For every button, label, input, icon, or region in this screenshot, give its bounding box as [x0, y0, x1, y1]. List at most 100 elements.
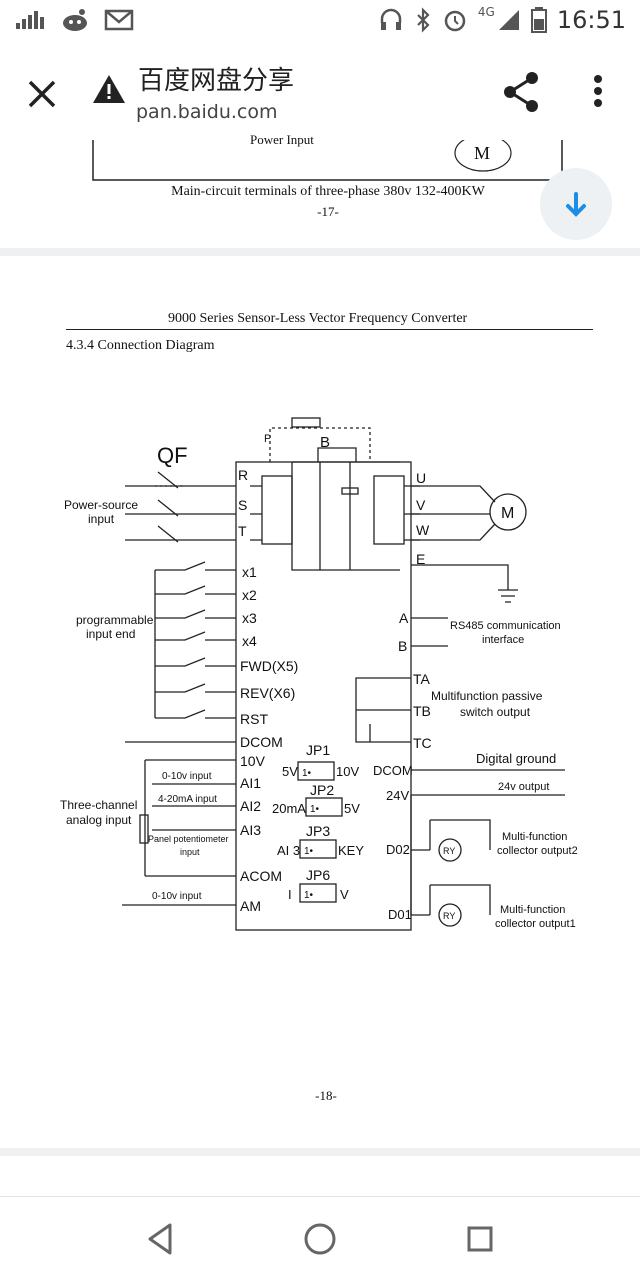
jp3-left: AI 3 — [277, 843, 300, 858]
page-title: 百度网盘分享 — [138, 66, 295, 96]
cell-signal-icon — [498, 10, 519, 30]
terminal-v: V — [416, 497, 426, 513]
terminal-x3: x3 — [242, 610, 257, 626]
terminal-am: AM — [240, 898, 261, 914]
terminal-s: S — [238, 497, 247, 513]
jp1-left: 5V — [282, 764, 298, 779]
motor-symbol: M — [501, 505, 514, 522]
relay-label-2: switch output — [460, 705, 531, 719]
jp2-right: 5V — [344, 801, 360, 816]
jp1-right: 10V — [336, 764, 359, 779]
terminal-ta: TA — [413, 671, 431, 687]
terminal-tc: TC — [413, 735, 432, 751]
status-bar: 4G 16:51 — [0, 0, 640, 44]
header-rule — [66, 329, 593, 330]
headset-icon — [380, 8, 402, 30]
terminal-tb: TB — [413, 703, 431, 719]
terminal-u: U — [416, 470, 426, 486]
jp3-label: JP3 — [306, 823, 330, 839]
page-number-17: -17- — [317, 204, 339, 219]
jp3-right: KEY — [338, 843, 364, 858]
jp6-pin: 1• — [304, 890, 314, 901]
warning-icon[interactable] — [92, 74, 126, 104]
network-type-label: 4G — [477, 5, 495, 19]
terminal-p: P — [264, 433, 271, 445]
rs485-label-2: interface — [482, 634, 524, 646]
clock: 16:51 — [556, 6, 626, 34]
connection-diagram: QF Power-source input programmable input… — [60, 417, 578, 931]
relay-coil-2: RY — [443, 846, 455, 856]
close-icon[interactable] — [22, 74, 62, 114]
terminal-b: B — [398, 638, 407, 654]
pot-note-2: input — [180, 847, 200, 857]
terminal-ai1: AI1 — [240, 775, 261, 791]
terminal-e: E — [416, 551, 425, 567]
back-icon[interactable] — [140, 1219, 180, 1259]
mail-icon — [104, 9, 134, 31]
terminal-do1: D01 — [388, 907, 412, 922]
jp2-pin: 1• — [310, 804, 320, 815]
section-title: 4.3.4 Connection Diagram — [66, 338, 215, 353]
browser-toolbar: 百度网盘分享 pan.baidu.com — [0, 44, 640, 140]
terminal-x4: x4 — [242, 633, 257, 649]
terminal-dcom-left: DCOM — [240, 734, 283, 750]
jp6-right: V — [340, 887, 349, 902]
motor-label: M — [474, 143, 491, 163]
relay-coil-1: RY — [443, 911, 455, 921]
three-channel-label-2: analog input — [66, 813, 132, 827]
jp6-label: JP6 — [306, 867, 330, 883]
page-gap — [0, 248, 640, 256]
share-icon[interactable] — [500, 70, 544, 114]
arrow-down-icon — [566, 192, 586, 217]
jp3-pin: 1• — [304, 846, 314, 857]
terminal-ai2: AI2 — [240, 798, 261, 814]
programmable-label-1: programmable — [76, 613, 154, 627]
terminal-rev: REV(X6) — [240, 685, 295, 701]
terminal-x1: x1 — [242, 564, 257, 580]
page-number-18: -18- — [315, 1088, 337, 1103]
jp2-left: 20mA — [272, 801, 306, 816]
figure-caption: Main-circuit terminals of three-phase 38… — [171, 184, 485, 199]
page-url[interactable]: pan.baidu.com — [136, 101, 278, 123]
terminal-fwd: FWD(X5) — [240, 658, 298, 674]
mf1-label-1: Multi-function — [500, 904, 565, 916]
jp2-label: JP2 — [310, 782, 334, 798]
page-gap-bottom — [0, 1148, 640, 1156]
battery-icon — [530, 7, 547, 33]
home-icon[interactable] — [300, 1219, 340, 1259]
terminal-t: T — [238, 523, 247, 539]
jp1-pin: 1• — [302, 768, 312, 779]
power-source-label-2: input — [88, 512, 115, 526]
more-options-icon[interactable] — [588, 74, 608, 110]
running-header: 9000 Series Sensor-Less Vector Frequency… — [168, 311, 468, 326]
mf1-label-2: collector output1 — [495, 918, 576, 930]
terminal-r: R — [238, 467, 248, 483]
bluetooth-icon — [417, 7, 430, 33]
digital-ground-label: Digital ground — [476, 751, 556, 766]
ai1-note: 0-10v input — [162, 771, 212, 782]
reddit-icon — [63, 9, 87, 31]
power-input-box — [92, 140, 563, 181]
am-note: 0-10v input — [152, 891, 202, 902]
ai2-note: 4-20mA input — [158, 794, 217, 805]
terminal-w: W — [416, 522, 430, 538]
power-input-fragment: Power Input — [250, 132, 314, 147]
pot-note-1: Panel potentiometer — [148, 834, 229, 844]
24v-output-label: 24v output — [498, 781, 549, 793]
terminal-10v: 10V — [240, 753, 266, 769]
diagram-wiring — [122, 417, 565, 931]
relay-label-1: Multifunction passive — [431, 689, 543, 703]
terminal-do2: D02 — [386, 842, 410, 857]
terminal-acom: ACOM — [240, 868, 282, 884]
scroll-down-button[interactable] — [540, 168, 612, 240]
signal-level-icon — [16, 11, 44, 29]
terminal-a: A — [399, 610, 409, 626]
document-page-17: Power Input M Main-circuit terminals of … — [0, 132, 640, 248]
jp6-left: I — [288, 887, 292, 902]
recents-icon[interactable] — [460, 1219, 500, 1259]
terminal-24v: 24V — [386, 788, 409, 803]
terminal-ai3: AI3 — [240, 822, 261, 838]
qf-label: QF — [157, 443, 188, 468]
mf2-label-2: collector output2 — [497, 845, 578, 857]
mf2-label-1: Multi-function — [502, 831, 567, 843]
